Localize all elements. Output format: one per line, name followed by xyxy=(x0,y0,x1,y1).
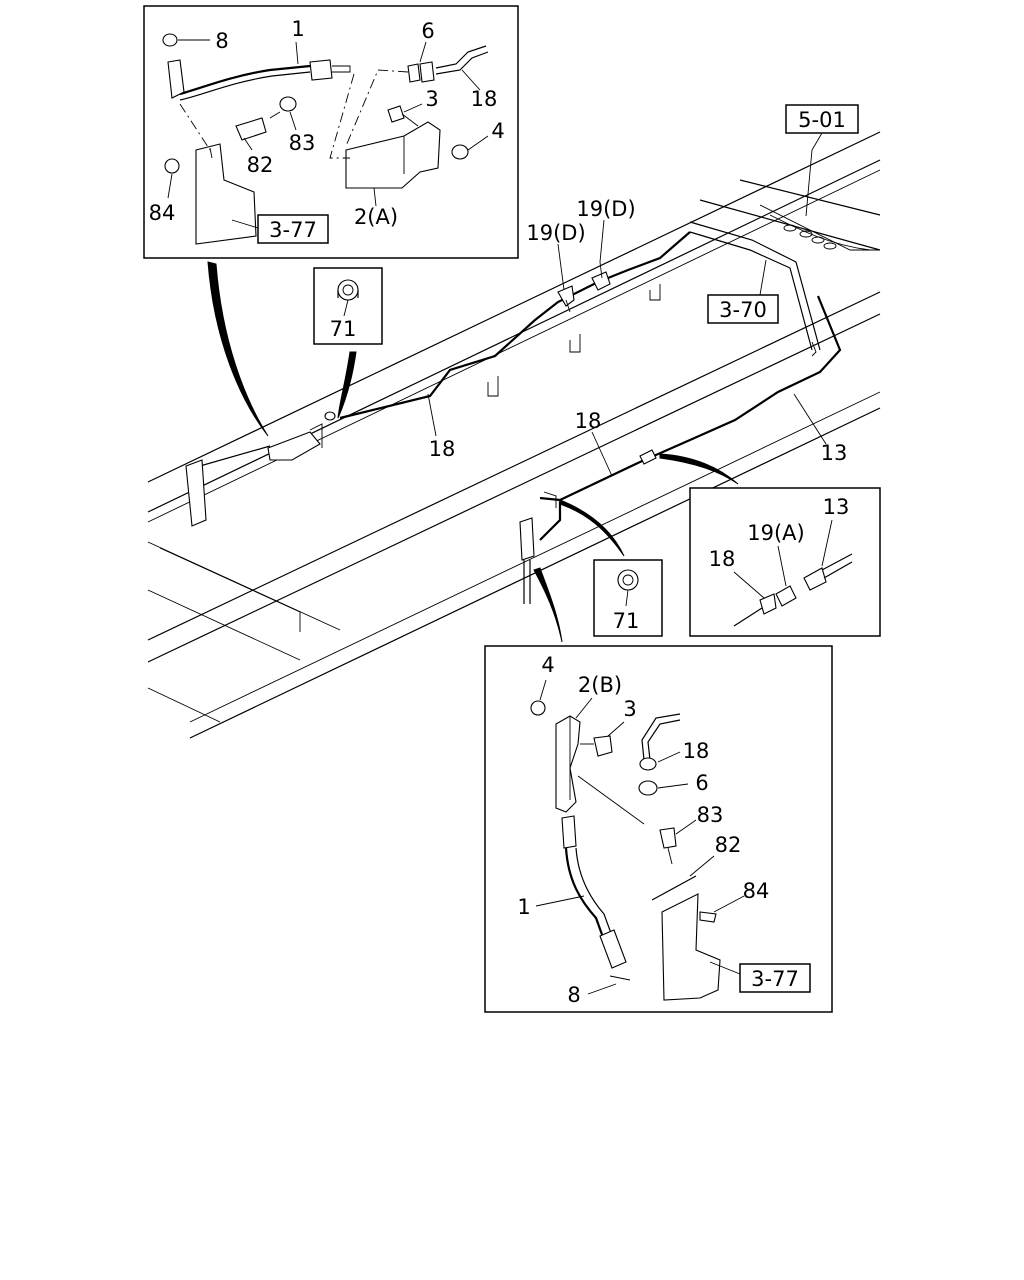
detail-grommet-71-right: 71 xyxy=(593,559,663,637)
svg-text:2(A): 2(A) xyxy=(354,205,398,229)
svg-text:84: 84 xyxy=(149,201,176,225)
svg-text:2(B): 2(B) xyxy=(578,673,622,697)
detail-grommet-71-left: 71 xyxy=(313,267,383,345)
svg-text:3: 3 xyxy=(425,87,438,111)
svg-text:71: 71 xyxy=(330,317,357,341)
ref-box-3-77-bottom[interactable]: 3-77 xyxy=(739,963,811,993)
tee-fitting-19d-b xyxy=(591,261,611,291)
ref-box-5-01[interactable]: 5-01 xyxy=(785,104,859,134)
svg-text:1: 1 xyxy=(517,895,530,919)
svg-text:8: 8 xyxy=(215,29,228,53)
svg-text:8: 8 xyxy=(567,983,580,1007)
svg-text:18: 18 xyxy=(709,547,736,571)
crossmember-holes xyxy=(783,224,837,250)
callouts-main: 18 18 13 19(D) 19(D) xyxy=(427,197,848,477)
detail-box-bottom-right: 2(B) 4 3 18 6 83 82 84 xyxy=(484,645,833,1013)
brake-pipe-18-upper xyxy=(339,221,821,420)
detail-box-union: 13 19(A) 18 xyxy=(689,487,881,637)
svg-text:19(D): 19(D) xyxy=(526,221,585,245)
svg-text:6: 6 xyxy=(421,19,434,43)
svg-text:3: 3 xyxy=(623,697,636,721)
svg-text:18: 18 xyxy=(575,409,602,433)
front-hose-bracket xyxy=(185,411,336,527)
ref-box-3-70[interactable]: 3-70 xyxy=(707,294,779,324)
svg-text:3-77: 3-77 xyxy=(269,218,317,242)
union-19a-on-frame xyxy=(639,449,657,465)
tee-fitting-19d-a xyxy=(557,285,575,313)
brake-pipe-18-lower xyxy=(539,496,562,541)
svg-text:18: 18 xyxy=(429,437,456,461)
detail-pointers xyxy=(207,261,739,643)
svg-text:4: 4 xyxy=(491,119,504,143)
svg-text:13: 13 xyxy=(821,441,848,465)
pipe-end-3-70 xyxy=(811,341,817,357)
svg-text:19(D): 19(D) xyxy=(576,197,635,221)
svg-text:5-01: 5-01 xyxy=(798,108,846,132)
brake-pipe-13 xyxy=(559,295,842,501)
svg-text:4: 4 xyxy=(541,653,554,677)
svg-text:83: 83 xyxy=(697,803,724,827)
svg-text:6: 6 xyxy=(695,771,708,795)
ref-box-3-77-top[interactable]: 3-77 xyxy=(257,214,329,244)
svg-text:18: 18 xyxy=(471,87,498,111)
svg-text:19(A): 19(A) xyxy=(747,521,804,545)
svg-text:18: 18 xyxy=(683,739,710,763)
svg-text:3-77: 3-77 xyxy=(751,967,799,991)
svg-text:84: 84 xyxy=(743,879,770,903)
detail-box-top-left: 8 1 82 83 84 3-77 2(A) xyxy=(143,5,519,259)
rear-hose-bracket xyxy=(519,491,557,604)
svg-text:71: 71 xyxy=(613,609,640,633)
svg-text:3-70: 3-70 xyxy=(719,298,767,322)
svg-text:1: 1 xyxy=(291,17,304,41)
svg-text:82: 82 xyxy=(715,833,742,857)
svg-text:83: 83 xyxy=(289,131,316,155)
svg-text:82: 82 xyxy=(247,153,274,177)
svg-text:13: 13 xyxy=(823,495,850,519)
